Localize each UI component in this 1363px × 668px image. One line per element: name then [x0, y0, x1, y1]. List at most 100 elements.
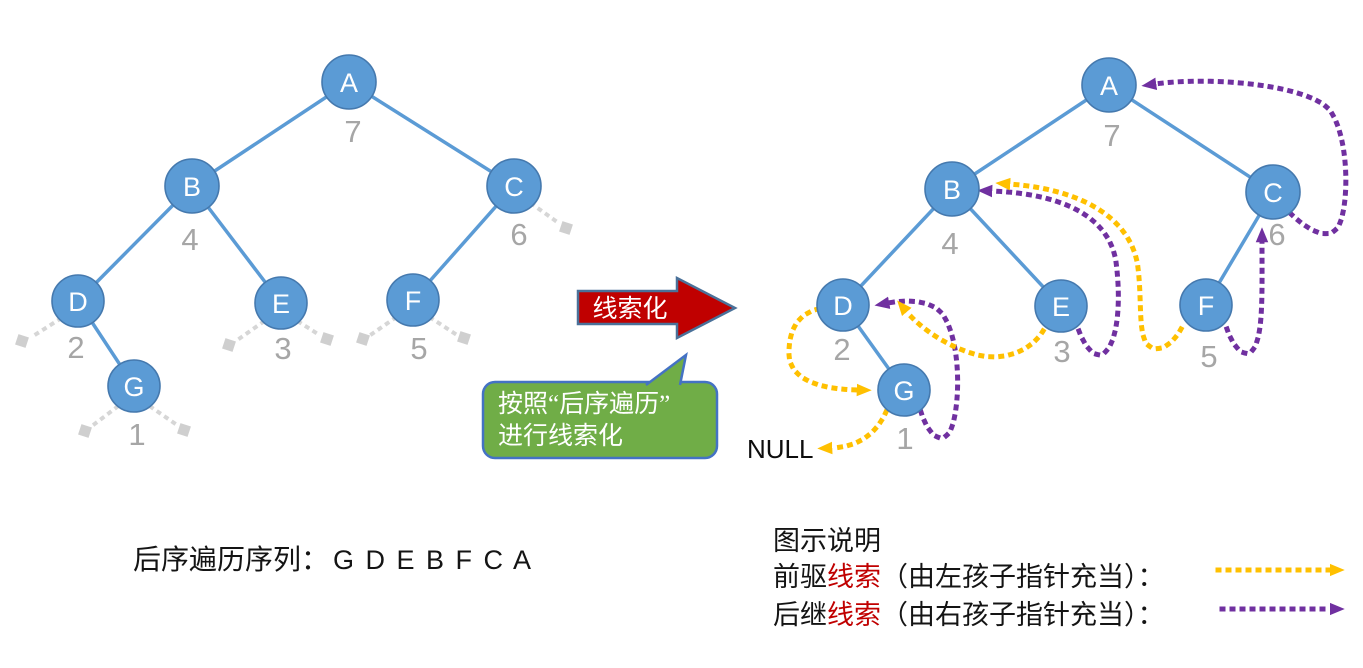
- node-e: [254, 276, 308, 330]
- callout-line1: 按照“后序遍历”: [498, 390, 670, 418]
- pred-thread-f-to-b: [995, 177, 1185, 351]
- null-stub-g-right: [148, 404, 180, 428]
- threads: [786, 77, 1349, 455]
- node-b-label: B: [183, 172, 201, 202]
- legend-succ-prefix: 后继: [773, 600, 827, 630]
- null-stub-e-left: [233, 319, 266, 344]
- node-d: [51, 274, 105, 328]
- null-stub-f-right: [428, 315, 460, 338]
- legend-pred-keyword: 线索: [827, 562, 881, 592]
- order-g: 1: [896, 421, 913, 456]
- null-stub-c-right: [529, 201, 563, 227]
- null-box-icon: [177, 423, 191, 437]
- pred-thread-d-to-g: [786, 305, 872, 397]
- order-f: 5: [1200, 339, 1217, 374]
- node-e-label: E: [1052, 292, 1070, 322]
- callout-bubble: 按照“后序遍历” 进行线索化: [481, 352, 719, 460]
- pred-thread-g-to-null: [817, 408, 890, 455]
- null-box-icon: [222, 338, 236, 352]
- node-g: [877, 363, 931, 417]
- node-a: [1081, 57, 1137, 113]
- edge-a-c: [1108, 83, 1274, 194]
- node-g-label: G: [123, 372, 144, 402]
- legend-predecessor-line: 前驱线索（由左孩子指针充当）：: [773, 562, 1165, 592]
- order-c: 6: [1268, 217, 1285, 252]
- callout-line2: 进行线索化: [498, 422, 623, 450]
- order-e: 3: [1053, 334, 1070, 369]
- node-b: [924, 161, 980, 217]
- order-c: 6: [510, 217, 527, 252]
- edge-a-b: [191, 80, 350, 188]
- node-c-label: C: [504, 172, 524, 202]
- node-c-label: C: [1263, 178, 1283, 208]
- order-g: 1: [128, 417, 145, 452]
- legend: 图示说明 前驱线索（由左孩子指针充当）： 后继线索（由右孩子指针充当）：: [773, 526, 1345, 630]
- order-a: 7: [344, 114, 361, 149]
- node-e-label: E: [272, 289, 290, 319]
- succ-thread-f-to-c: [1223, 227, 1269, 356]
- legend-pred-prefix: 前驱: [773, 562, 827, 592]
- node-e: [1034, 279, 1088, 333]
- node-f: [386, 273, 440, 327]
- order-e: 3: [274, 331, 291, 366]
- null-stub-g-left: [89, 404, 120, 429]
- transform-arrow: 线索化: [576, 275, 738, 341]
- node-b-label: B: [943, 175, 961, 205]
- right-block-arrow-icon: [576, 275, 738, 341]
- transform-arrow-label: 线索化: [592, 295, 667, 323]
- node-f-label: F: [405, 286, 422, 316]
- node-f-label: F: [1198, 291, 1215, 321]
- succ-thread-g-to-d: [874, 296, 961, 441]
- order-b: 4: [941, 226, 958, 261]
- left-tree-order-numbers: 7 4 6 2 3 5 1: [67, 114, 527, 452]
- right-tree-nodes: A B C D E F G: [816, 57, 1301, 417]
- callout-rect: [481, 380, 719, 460]
- legend-successor-line: 后继线索（由右孩子指针充当）：: [773, 600, 1165, 630]
- node-g: [107, 359, 161, 413]
- edge-a-b: [951, 83, 1110, 191]
- succ-thread-c-to-a: [1141, 77, 1349, 237]
- node-d: [816, 278, 870, 332]
- node-d-label: D: [833, 291, 853, 321]
- node-a-label: A: [1100, 71, 1118, 101]
- succ-thread-e-to-b: [977, 184, 1121, 358]
- right-tree: A B C D E F G 7 4 6 2 3 5 1 NULL: [747, 57, 1349, 464]
- left-tree-nodes: A B C D E F G: [51, 54, 542, 413]
- node-c: [1245, 164, 1301, 220]
- null-stub-d-left: [27, 316, 63, 341]
- postorder-sequence-value: G D E B F C A: [333, 545, 533, 575]
- node-c: [486, 158, 542, 214]
- node-d-label: D: [68, 287, 88, 317]
- null-box-icon: [15, 334, 29, 348]
- order-d: 2: [833, 332, 850, 367]
- node-b: [164, 158, 220, 214]
- legend-pred-suffix: （由左孩子指针充当）：: [881, 562, 1165, 592]
- null-box-icon: [559, 221, 573, 235]
- node-a: [321, 54, 377, 110]
- left-tree-edges: [76, 80, 516, 387]
- order-f: 5: [410, 331, 427, 366]
- node-g-label: G: [893, 376, 914, 406]
- edge-a-c: [348, 80, 515, 188]
- pred-thread-e-to-d: [897, 300, 1047, 360]
- legend-succ-keyword: 线索: [827, 600, 881, 630]
- null-pointer-label: NULL: [747, 434, 813, 464]
- right-tree-order-numbers: 7 4 6 2 3 5 1: [833, 118, 1285, 456]
- order-b: 4: [181, 222, 198, 257]
- null-box-icon: [78, 424, 92, 438]
- order-a: 7: [1103, 118, 1120, 153]
- null-box-icon: [356, 332, 370, 346]
- null-stub-e-right: [296, 319, 324, 339]
- callout-tail-outline: [645, 352, 688, 386]
- order-d: 2: [67, 330, 84, 365]
- null-box-icon: [457, 331, 471, 345]
- null-stub-f-left: [366, 315, 398, 339]
- postorder-sequence-label: 后序遍历序列：: [133, 544, 329, 576]
- legend-succ-suffix: （由右孩子指针充当）：: [881, 600, 1165, 630]
- legend-title: 图示说明: [773, 526, 881, 556]
- null-box-icon: [320, 332, 334, 346]
- left-tree: A B C D E F G 7 4 6 2 3 5 1: [15, 54, 573, 452]
- node-f: [1179, 278, 1233, 332]
